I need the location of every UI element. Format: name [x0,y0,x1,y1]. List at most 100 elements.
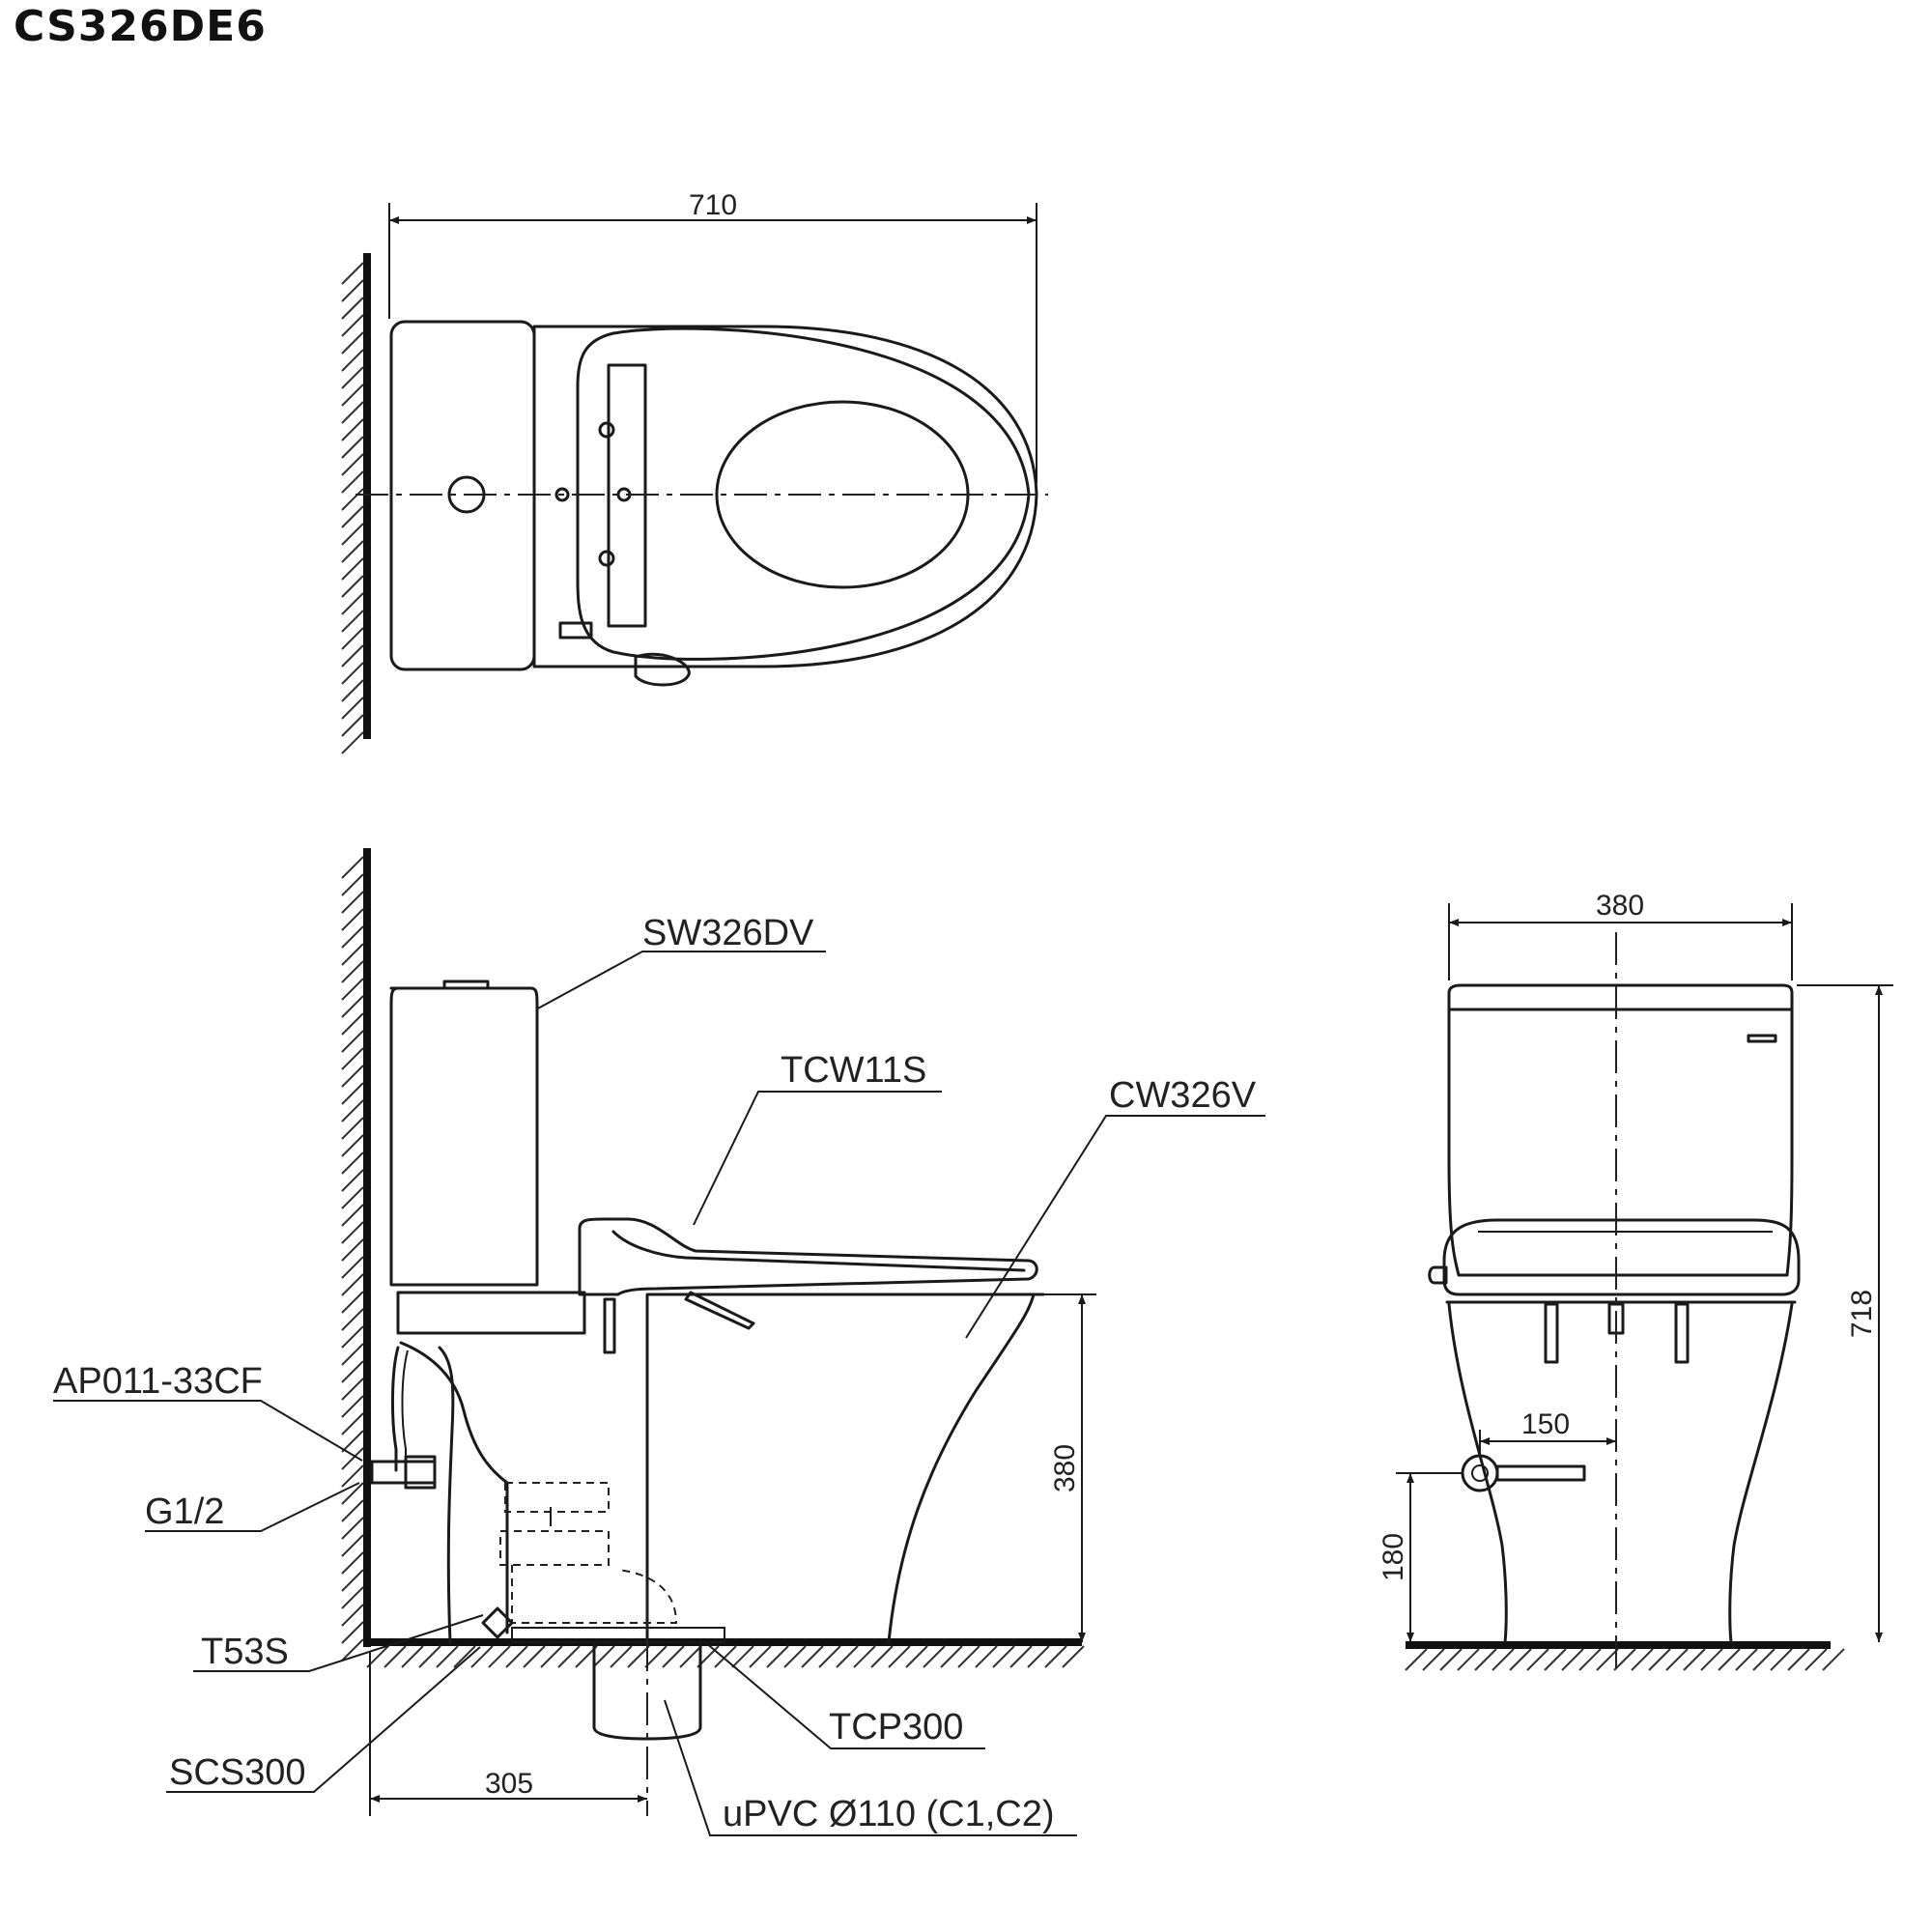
hatch-line [341,873,364,896]
hatch-line [1683,1648,1706,1671]
hatch-line [341,1030,364,1053]
hatch-line [341,297,364,320]
hatch-line [341,366,364,389]
flush-handle-front [1747,1034,1777,1043]
floor-hatch-side [366,1645,1085,1668]
hatch-line [341,1099,364,1122]
tank-button-side [442,980,490,990]
leader-thread [145,1482,360,1532]
hatch-line [523,1645,546,1668]
leader-tank [535,951,826,1010]
hatch-line [453,1645,476,1668]
outlet-ring-1 [504,1482,610,1513]
hatch-line [341,1204,364,1227]
hatch-line [341,925,364,949]
hinge-dot-1 [554,487,570,502]
hatch-line [610,1645,633,1668]
label-drain: uPVC Ø110 (C1,C2) [723,1794,1055,1834]
leader-seat [693,1091,942,1226]
front-view: 380 718 150 180 [1378,890,1893,1671]
bowl-front-left [1447,1302,1508,1644]
hatch-line [341,505,364,528]
leader-bolt [193,1614,484,1672]
hatch-line [1526,1648,1549,1671]
hatch-line [341,731,364,754]
bowl-side [645,1293,1045,1644]
hatch-line [1631,1648,1654,1671]
hatch-line [341,1186,364,1209]
hatch-line [679,1645,702,1668]
side-view: 380 305 SW326DV TCW11S CW326V AP011-33CF… [53,848,1265,1836]
hatch-line [1457,1648,1480,1671]
wall-hatch-top [341,262,364,754]
side-lever [558,621,593,639]
hatch-line [341,401,364,424]
label-thread: G1/2 [145,1492,224,1532]
wall-hatch-side [341,856,364,1662]
hatch-line [592,1645,615,1668]
dim-side-height: 380 [1049,1444,1081,1492]
hatch-line [957,1645,980,1668]
floor-bolt [481,1606,514,1639]
tank-side [389,986,539,1287]
hatch-line [1561,1648,1584,1671]
side-control-knob [634,652,691,687]
seat-bolt-side [603,1297,616,1354]
hatch-line [662,1645,685,1668]
trap-curve-side [399,1341,509,1634]
hatch-line [341,384,364,407]
hatch-line [341,1482,364,1505]
hatch-line [341,1308,364,1331]
hatch-line [1804,1648,1828,1671]
hatch-line [341,470,364,494]
hatch-line [888,1645,911,1668]
top-view: 710 [341,189,1048,754]
hatch-line [1027,1645,1050,1668]
hatch-line [905,1645,928,1668]
leader-bowl [965,1115,1265,1339]
label-flange: TCP300 [829,1707,963,1747]
hinge-cover-top [607,363,647,628]
bolt-front-left [1544,1302,1559,1364]
hatch-line [436,1645,459,1668]
hatch-line [1044,1645,1067,1668]
hatch-line [1422,1648,1445,1671]
hatch-line [801,1645,824,1668]
drawing-title: CS326DE6 [14,2,267,51]
hatch-line [341,1273,364,1296]
hatch-line [341,1360,364,1383]
hatch-line [341,1082,364,1105]
hinge-bolt-1 [598,421,615,439]
hatch-line [341,1551,364,1575]
hatch-line [341,627,364,650]
hatch-line [1062,1645,1085,1668]
hatch-line [540,1645,563,1668]
tank-lid-front [1447,983,1794,1011]
seat-top-outline [576,327,1031,661]
hatch-line [749,1645,772,1668]
label-seat: TCW11S [781,1050,926,1091]
seat-side [578,1217,1038,1296]
supply-pipe-front [1495,1464,1586,1482]
hatch-line [1405,1648,1428,1671]
hatch-line [341,610,364,633]
hatch-line [1596,1648,1619,1671]
side-knob-front [1428,1265,1448,1285]
hatch-line [341,1256,364,1279]
hatch-line [341,856,364,879]
hatch-line [1770,1648,1793,1671]
hatch-line [1578,1648,1602,1671]
hatch-line [341,1604,364,1627]
hatch-line [341,995,364,1018]
hatch-line [341,1169,364,1192]
hatch-line [341,960,364,983]
hatch-line [341,1047,364,1070]
floor-hatch-front [1405,1648,1845,1671]
hatch-line [488,1645,511,1668]
hatch-line [1752,1648,1776,1671]
hatch-line [341,1621,364,1644]
hatch-line [341,1534,364,1557]
hatch-line [818,1645,841,1668]
hatch-line [341,557,364,581]
hatch-line [341,1151,364,1175]
